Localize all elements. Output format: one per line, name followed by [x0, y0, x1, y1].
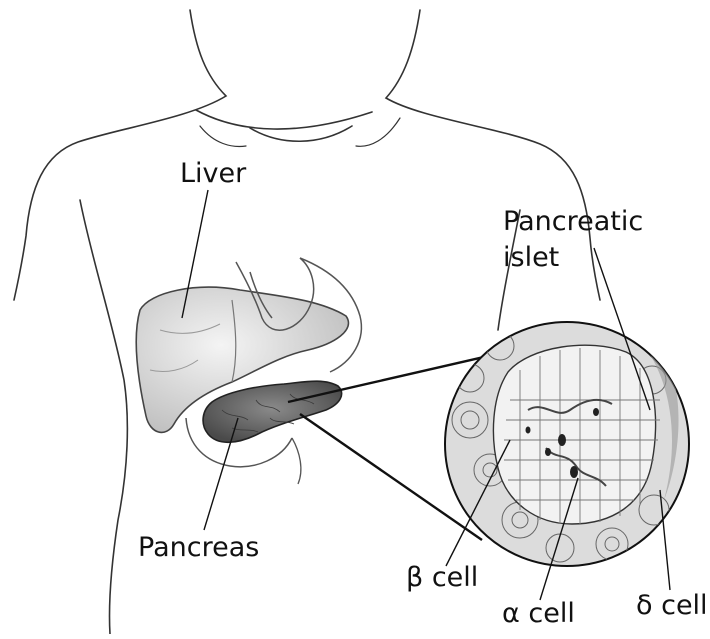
- pancreatic-islet-label-line2: islet: [503, 240, 643, 276]
- pancreatic-islet-label: Pancreatic islet: [503, 204, 643, 276]
- liver-label: Liver: [180, 158, 246, 189]
- delta-cell-label: δ cell: [636, 590, 708, 621]
- pancreatic-islet-label-line1: Pancreatic: [503, 204, 643, 240]
- pancreas-label: Pancreas: [138, 532, 259, 563]
- alpha-cell-label: α cell: [502, 598, 575, 629]
- beta-cell-label: β cell: [406, 562, 478, 593]
- pancreas-organ: [203, 381, 342, 442]
- pancreatic-islet-circle: [445, 322, 689, 566]
